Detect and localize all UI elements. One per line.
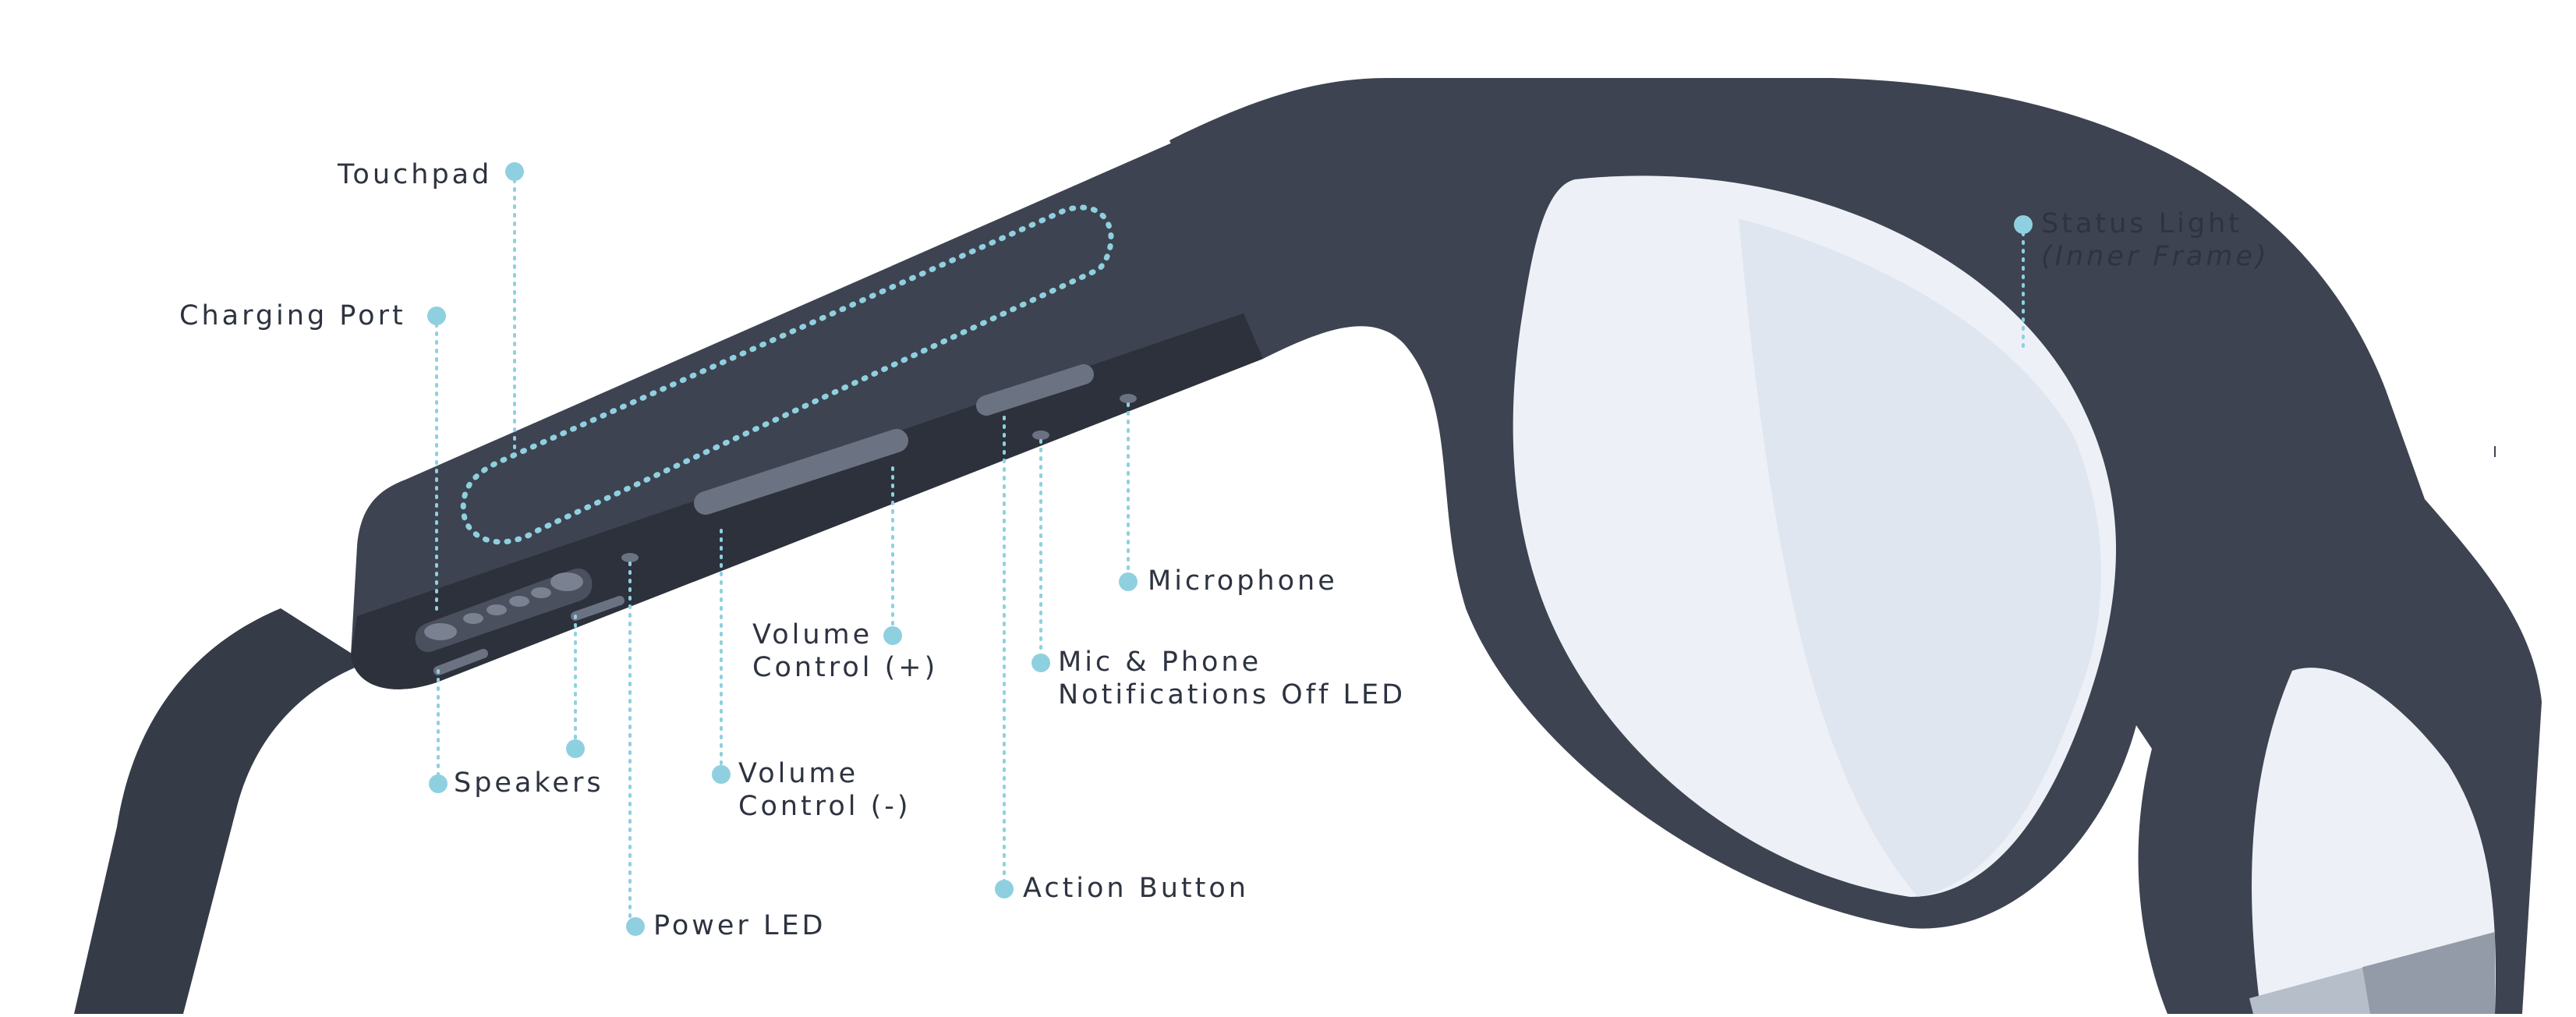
speaker-hole-4 — [531, 587, 551, 598]
volume-minus-marker — [712, 765, 731, 784]
microphone-label: Microphone — [1148, 565, 1338, 597]
status-light-marker — [2014, 215, 2033, 234]
touchpad-outline — [460, 204, 1114, 545]
left-lens-shade-dark — [2362, 932, 2495, 1014]
volume-plus-line2: Control (+) — [752, 652, 939, 683]
speaker-slot — [571, 596, 625, 621]
speakers-marker — [429, 774, 448, 793]
volume-minus-line2: Control (-) — [738, 791, 911, 822]
speaker-hole-5 — [550, 572, 583, 591]
action-button-label: Action Button — [1023, 873, 1249, 904]
volume-plus-label: Volume Control (+) — [752, 618, 938, 684]
volume-plus-marker — [883, 626, 902, 645]
status-light-label: Status Light (Inner Frame) — [2041, 207, 2270, 273]
right-lens-highlight — [1739, 218, 2101, 897]
charging-port-marker — [427, 307, 446, 325]
volume-control-slot — [694, 429, 908, 515]
volume-minus-line1: Volume — [738, 758, 859, 789]
action-button-slot — [976, 364, 1094, 416]
microphone-marker — [1119, 572, 1138, 591]
mic-led-marker — [1031, 654, 1050, 672]
touchpad-marker — [505, 162, 524, 181]
touchpad-label: Touchpad — [338, 159, 493, 190]
volume-minus-label: Volume Control (-) — [738, 757, 911, 823]
charging-port-label: Charging Port — [179, 300, 406, 331]
far-temple-arm — [74, 608, 366, 1014]
power-led-dot — [621, 553, 639, 562]
lower-slot — [433, 649, 488, 675]
speaker-hole-3 — [509, 596, 529, 607]
status-light-line1: Status Light — [2041, 208, 2242, 239]
action-button-marker — [995, 880, 1014, 898]
speakers-label: Speakers — [454, 767, 604, 799]
mic-led-dot — [1032, 431, 1049, 440]
speaker-grille-marker — [566, 739, 585, 758]
microphone-dot — [1120, 394, 1137, 403]
mic-led-line1: Mic & Phone — [1058, 647, 1262, 678]
left-lens — [2252, 668, 2496, 1014]
mic-led-line2: Notifications Off LED — [1058, 679, 1407, 710]
mic-led-label: Mic & Phone Notifications Off LED — [1058, 646, 1406, 711]
speaker-hole-1 — [463, 613, 483, 624]
status-light-sub: (Inner Frame) — [2041, 241, 2270, 272]
power-led-marker — [626, 917, 645, 936]
power-led-label: Power LED — [653, 910, 826, 941]
charging-port-dot — [424, 623, 457, 640]
speaker-hole-2 — [487, 604, 507, 615]
volume-plus-line1: Volume — [752, 619, 873, 650]
